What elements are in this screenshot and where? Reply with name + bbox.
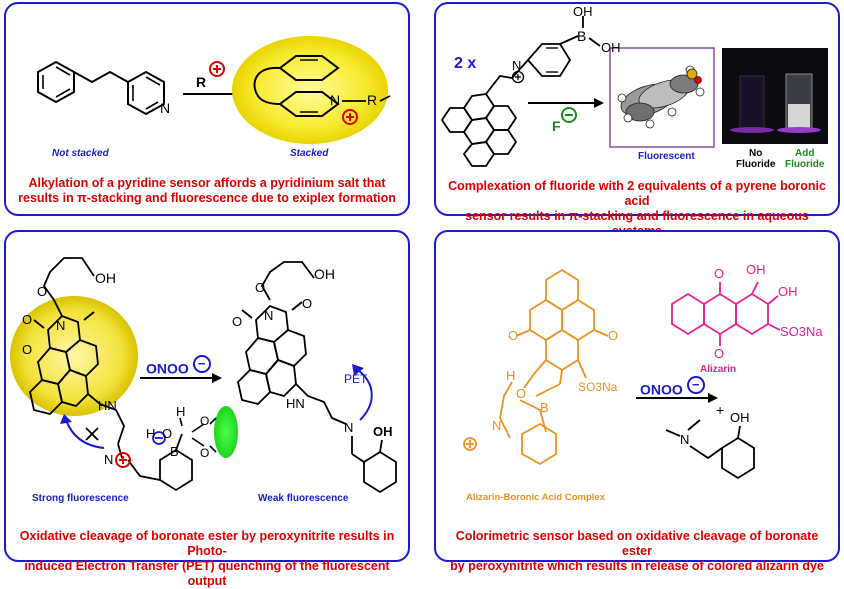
label-add-fluoride: Add Fluoride — [785, 148, 824, 170]
atom-oh-top: OH — [573, 4, 593, 19]
reagent-onoo-p3-text: ONOO — [146, 360, 189, 377]
atom-o-boronate1: O — [200, 414, 210, 428]
label-not-stacked: Not stacked — [52, 148, 109, 159]
reagent-r: R — [196, 74, 207, 90]
label-fluorescent: Fluorescent — [638, 151, 695, 162]
label-no-fluoride: No Fluoride — [736, 148, 775, 170]
label-no-fluoride-line2: Fluoride — [736, 159, 776, 170]
atom-o-complex-2: O — [608, 328, 619, 343]
panel-alizarin-colorimetric — [434, 230, 840, 562]
atom-b-boronate: B — [170, 444, 179, 459]
atom-o-chain-left: O — [37, 284, 48, 299]
atom-hn-left: HN — [98, 398, 117, 413]
benzene-ring-left — [37, 60, 75, 104]
caption-panel2: Complexation of fluoride with 2 equivale… — [440, 179, 834, 239]
atom-oh-right: OH — [601, 40, 621, 55]
atom-o-complex-3: O — [516, 386, 527, 401]
molecular-model-image — [617, 65, 705, 129]
caption-panel4: Colorimetric sensor based on oxidative c… — [440, 529, 834, 574]
atom-o-bridge: O — [162, 426, 173, 441]
label-no-fluoride-line1: No — [749, 148, 763, 159]
reagent-onoo-p3: ONOO − — [146, 355, 211, 377]
label-add-fluoride-line1: Add — [795, 148, 815, 159]
reagent-onoo-p4-charge: − — [686, 376, 705, 394]
substituent-r: R — [367, 92, 378, 108]
naphthalimide-right — [237, 304, 307, 405]
benzene-ring-stacked — [278, 55, 340, 81]
diol-leaving-group — [214, 406, 238, 458]
atom-oh-alizarin-1: OH — [746, 262, 766, 277]
panel4-structures — [463, 268, 781, 480]
label-stacked: Stacked — [290, 148, 329, 159]
atom-o-alizarin-1: O — [714, 266, 725, 281]
atom-o-complex-1: O — [508, 328, 519, 343]
ethyl-linker — [73, 70, 129, 84]
atom-o-boronate2: O — [200, 446, 210, 460]
atom-n-left: N — [160, 100, 171, 116]
caption-panel3-line1: Oxidative cleavage of boronate ester by … — [19, 529, 395, 558]
label-strong-fluorescence: Strong fluorescence — [32, 493, 129, 504]
naphthalimide-left — [29, 314, 99, 415]
atom-o-alizarin-2: O — [714, 346, 725, 361]
phenol-amine-product — [665, 419, 755, 480]
multiplier-2x: 2 x — [454, 55, 477, 72]
atom-n-complex: N — [492, 418, 502, 433]
reagent-fluoride: F — [552, 118, 561, 134]
caption-panel4-line1: Colorimetric sensor based on oxidative c… — [455, 529, 819, 558]
atom-h-bridge: H — [146, 426, 156, 441]
so3na-complex: SO3Na — [578, 380, 618, 394]
reagent-onoo-p3-charge: − — [192, 355, 211, 373]
atom-oh-left-p3: OH — [95, 270, 116, 286]
atom-o-chain-right: O — [255, 280, 266, 295]
atom-hn-right: HN — [286, 396, 305, 411]
atom-h-top-bridge: H — [176, 404, 186, 419]
pyrene-core — [440, 93, 518, 167]
atom-o-imide-right1: O — [232, 314, 243, 329]
atom-oh-top-o: O — [573, 4, 584, 19]
atom-o-imide-left2: O — [22, 342, 33, 357]
atom-n-imide-left: N — [56, 318, 66, 333]
atom-b-complex: B — [540, 400, 549, 415]
label-pet: PET — [344, 372, 368, 386]
atom-h-complex: H — [506, 368, 516, 383]
atom-n-product: N — [680, 432, 690, 447]
atom-b-p2: B — [577, 28, 587, 44]
atom-n-amine-right: N — [344, 420, 354, 435]
atom-n-amine-left: N — [104, 452, 114, 467]
atom-n-imide-right: N — [264, 308, 274, 323]
caption-panel2-line1: Complexation of fluoride with 2 equivale… — [448, 179, 826, 208]
atom-oh-top-h: H — [583, 4, 593, 19]
reagent-onoo-p4: ONOO − — [640, 376, 705, 398]
so3na-alizarin: SO3Na — [780, 324, 823, 339]
pyridine-ring — [127, 70, 165, 116]
caption-panel4-line2: by peroxynitrite which results in releas… — [450, 559, 824, 573]
atom-oh-phenol-p4: OH — [730, 410, 750, 425]
panel1-structures — [37, 36, 391, 144]
caption-panel1-line1: Alkylation of a pyridine sensor affords … — [28, 176, 386, 190]
plus-sign: + — [716, 402, 725, 418]
pet-arrow — [357, 369, 373, 421]
label-add-fluoride-line2: Fluoride — [785, 159, 825, 170]
caption-panel1: Alkylation of a pyridine sensor affords … — [10, 176, 404, 206]
alizarin-boronic-complex — [499, 268, 609, 466]
pyridinium-ring — [278, 91, 340, 117]
atom-o-imide-right2: O — [302, 296, 313, 311]
panel3-structures — [10, 257, 397, 494]
atom-n-p2: N — [512, 58, 522, 73]
atom-o-imide-left1: O — [22, 312, 33, 327]
atom-oh-alizarin-2: OH — [778, 284, 798, 299]
reagent-onoo-p4-text: ONOO — [640, 381, 683, 398]
label-alizarin: Alizarin — [700, 364, 737, 375]
panel2-structures — [440, 16, 828, 167]
atom-n-right: N — [330, 92, 341, 108]
label-weak-fluorescence: Weak fluorescence — [258, 493, 349, 504]
atom-oh-right-p3: OH — [314, 266, 335, 282]
caption-panel1-line2: results in π-stacking and fluorescence d… — [18, 191, 396, 205]
alizarin-structure — [671, 281, 781, 346]
atom-oh-phenol-p3: OH — [373, 424, 393, 439]
label-alizarin-complex: Alizarin-Boronic Acid Complex — [466, 492, 605, 503]
